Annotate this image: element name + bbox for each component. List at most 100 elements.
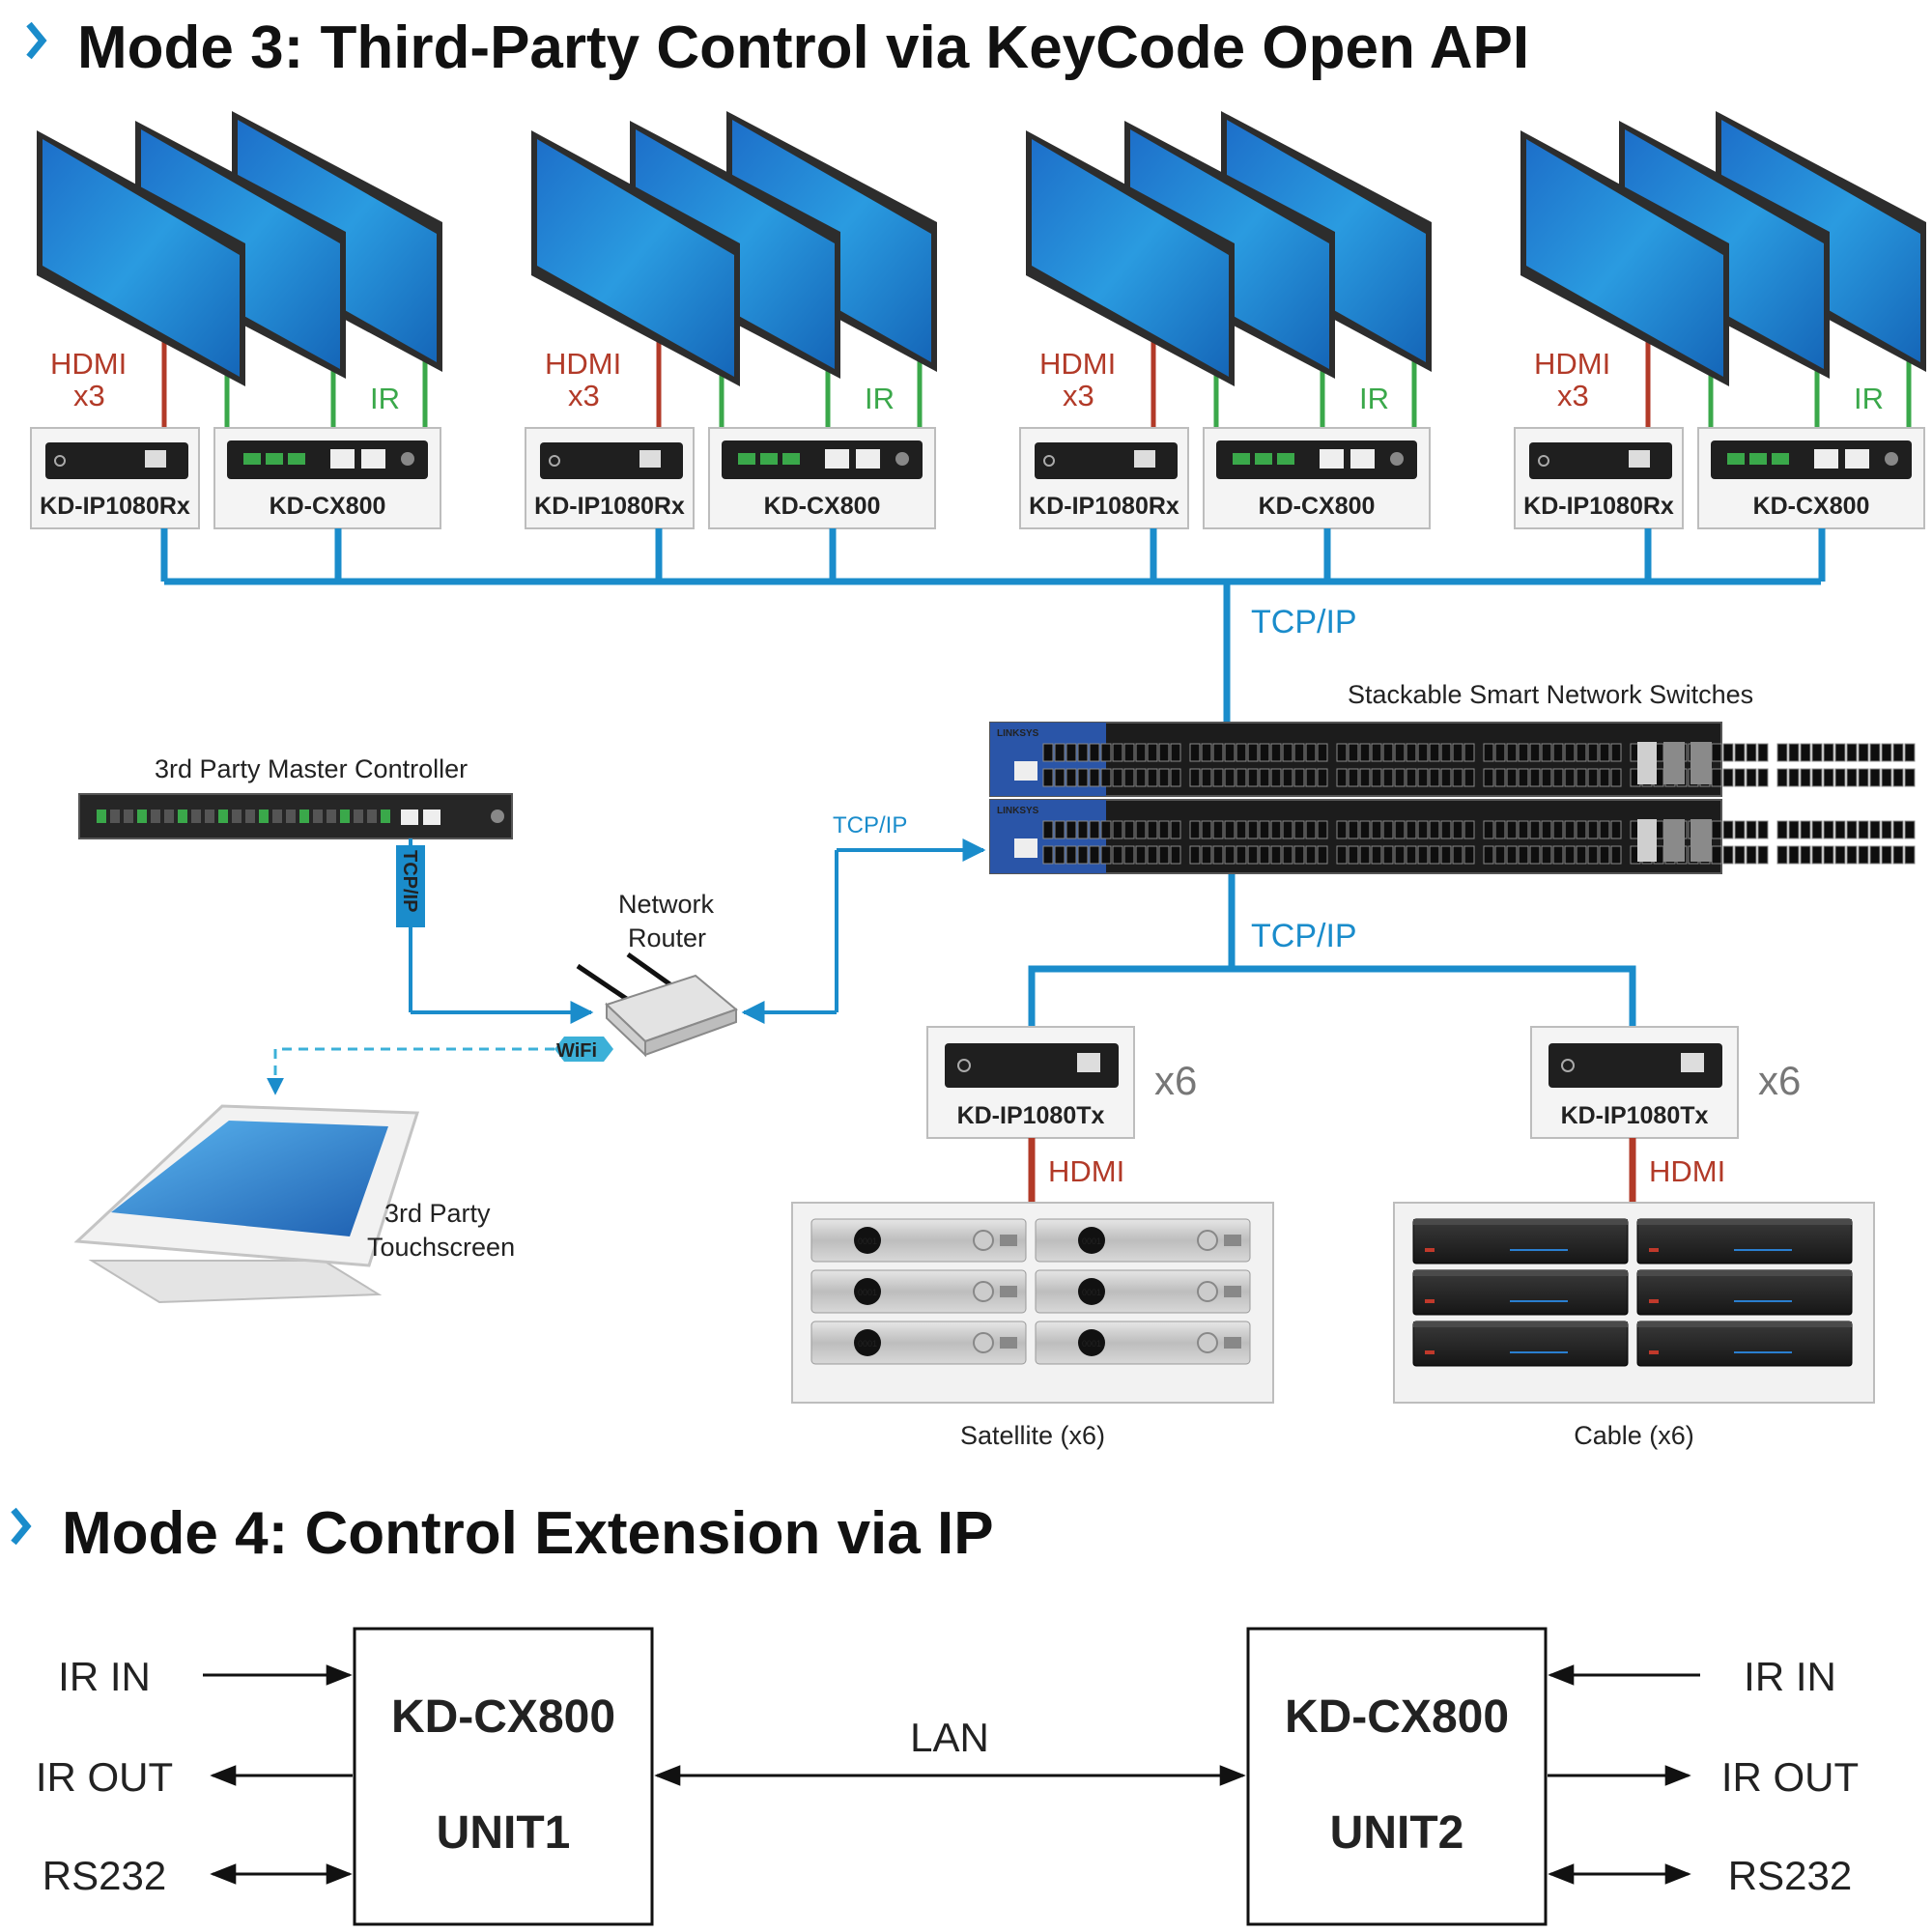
- tx-hdmi-label: HDMI: [1048, 1154, 1124, 1188]
- tx-count-label: x6: [1154, 1058, 1197, 1103]
- source-label: Satellite (x6): [960, 1421, 1105, 1450]
- cable-box: [1412, 1321, 1629, 1367]
- hdmi-label: HDMI: [1039, 347, 1116, 381]
- tx-device: [1548, 1043, 1722, 1088]
- touchscreen-display: [111, 1121, 388, 1236]
- mode3-title: Mode 3: Third-Party Control via KeyCode …: [77, 14, 1529, 81]
- unit2-model: KD-CX800: [1285, 1691, 1509, 1743]
- lan-label: LAN: [910, 1715, 989, 1760]
- hdmi-label: HDMI: [50, 347, 127, 381]
- tv-screen: [537, 139, 734, 377]
- ir-label: IR: [1359, 382, 1389, 415]
- source-label: Cable (x6): [1574, 1421, 1694, 1450]
- wifi-badge: [554, 1037, 613, 1062]
- unit2-ir-in-label: IR IN: [1744, 1654, 1836, 1699]
- controller-label: 3rd Party Master Controller: [155, 754, 468, 783]
- tx-model-label: KD-IP1080Tx: [1561, 1102, 1709, 1129]
- network-bus: [164, 578, 1821, 724]
- cx-model-label: KD-CX800: [1753, 493, 1870, 520]
- rx-model-label: KD-IP1080Rx: [1523, 493, 1674, 520]
- rx-device: [1529, 442, 1672, 479]
- hdmi-count-label: x3: [73, 379, 105, 412]
- wifi-label: WiFi: [556, 1040, 597, 1062]
- tx-hdmi-label: HDMI: [1649, 1154, 1725, 1188]
- unit1-ir-in-label: IR IN: [58, 1654, 151, 1699]
- controller-tcpip-label: TCP/IP: [399, 850, 420, 912]
- controller-tcpip-badge: [396, 845, 425, 927]
- router-antenna-right: [626, 952, 673, 988]
- rx-device: [45, 442, 188, 479]
- chevron-right-icon: [11, 1507, 32, 1546]
- touchscreen-label-line2: Touchscreen: [367, 1233, 515, 1262]
- svg-text:0001: 0001: [1082, 1288, 1101, 1297]
- cable-box: [1412, 1218, 1629, 1264]
- router-tcpip-label: TCP/IP: [833, 812, 907, 838]
- touchscreen: 3rd Party Touchscreen: [73, 1104, 515, 1304]
- mode4-title: Mode 4: Control Extension via IP: [62, 1500, 994, 1567]
- touchscreen-stand: [88, 1260, 383, 1304]
- switches-label: Stackable Smart Network Switches: [1348, 680, 1753, 709]
- mode4-diagram: KD-CX800 UNIT1 KD-CX800 UNIT2 LAN IR IN …: [36, 1627, 1859, 1926]
- svg-text:0001: 0001: [1082, 1236, 1101, 1246]
- network-switch-2: LINKSYS: [989, 799, 1916, 874]
- tx-device: [945, 1043, 1119, 1088]
- cable-box: [1636, 1269, 1853, 1316]
- mode4-heading: Mode 4: Control Extension via IP: [11, 1500, 994, 1567]
- cable-box: [1636, 1218, 1853, 1264]
- network-switch-1: LINKSYS: [989, 722, 1916, 797]
- router-label-line2: Router: [628, 923, 706, 952]
- cx-model-label: KD-CX800: [270, 493, 386, 520]
- svg-text:0001: 0001: [858, 1339, 877, 1349]
- ir-label: IR: [865, 382, 895, 415]
- ir-label: IR: [1854, 382, 1884, 415]
- svg-text:0001: 0001: [1082, 1339, 1101, 1349]
- master-controller: 3rd Party Master Controller: [78, 754, 513, 839]
- unit1-rs232-label: RS232: [43, 1853, 166, 1898]
- mode3-heading: Mode 3: Third-Party Control via KeyCode …: [26, 14, 1529, 81]
- unit2-ir-out-label: IR OUT: [1721, 1754, 1859, 1800]
- unit2-box: [1246, 1627, 1548, 1926]
- tv-screen: [43, 139, 240, 377]
- rx-model-label: KD-IP1080Rx: [534, 493, 685, 520]
- tx-count-label: x6: [1758, 1058, 1801, 1103]
- network-router: Network Router: [576, 890, 738, 1058]
- wifi-link: WiFi: [267, 1037, 613, 1095]
- tv-screen: [1526, 139, 1723, 377]
- rx-model-label: KD-IP1080Rx: [1029, 493, 1179, 520]
- tv-screen: [1032, 139, 1229, 377]
- controller-link: TCP/IP: [396, 838, 594, 1024]
- tx-model-label: KD-IP1080Tx: [957, 1102, 1105, 1129]
- cx-model-label: KD-CX800: [764, 493, 881, 520]
- touchscreen-label-line1: 3rd Party: [384, 1199, 491, 1228]
- rx-device: [540, 442, 683, 479]
- rx-model-label: KD-IP1080Rx: [40, 493, 190, 520]
- hdmi-count-label: x3: [1063, 379, 1094, 412]
- svg-text:LINKSYS: LINKSYS: [997, 806, 1039, 816]
- hdmi-count-label: x3: [1557, 379, 1589, 412]
- ir-label: IR: [370, 382, 400, 415]
- hdmi-label: HDMI: [1534, 347, 1610, 381]
- hdmi-label: HDMI: [545, 347, 621, 381]
- unit1-name: UNIT1: [437, 1807, 571, 1859]
- cx-model-label: KD-CX800: [1259, 493, 1376, 520]
- tcpip-bottom-label: TCP/IP: [1251, 918, 1357, 954]
- svg-text:0001: 0001: [858, 1288, 877, 1297]
- cable-box: [1412, 1269, 1629, 1316]
- unit1-ir-out-label: IR OUT: [36, 1754, 173, 1800]
- unit1-model: KD-CX800: [391, 1691, 615, 1743]
- router-antenna-left: [576, 963, 630, 1003]
- router-label-line1: Network: [618, 890, 715, 919]
- hdmi-count-label: x3: [568, 379, 600, 412]
- switch-tx-links: [1028, 874, 1636, 1027]
- unit2-rs232-label: RS232: [1728, 1853, 1852, 1898]
- tcpip-top-label: TCP/IP: [1251, 604, 1357, 640]
- controller-ports: [97, 810, 504, 825]
- network-switches: Stackable Smart Network Switches LINKSYS…: [989, 680, 1916, 874]
- svg-text:LINKSYS: LINKSYS: [997, 728, 1039, 739]
